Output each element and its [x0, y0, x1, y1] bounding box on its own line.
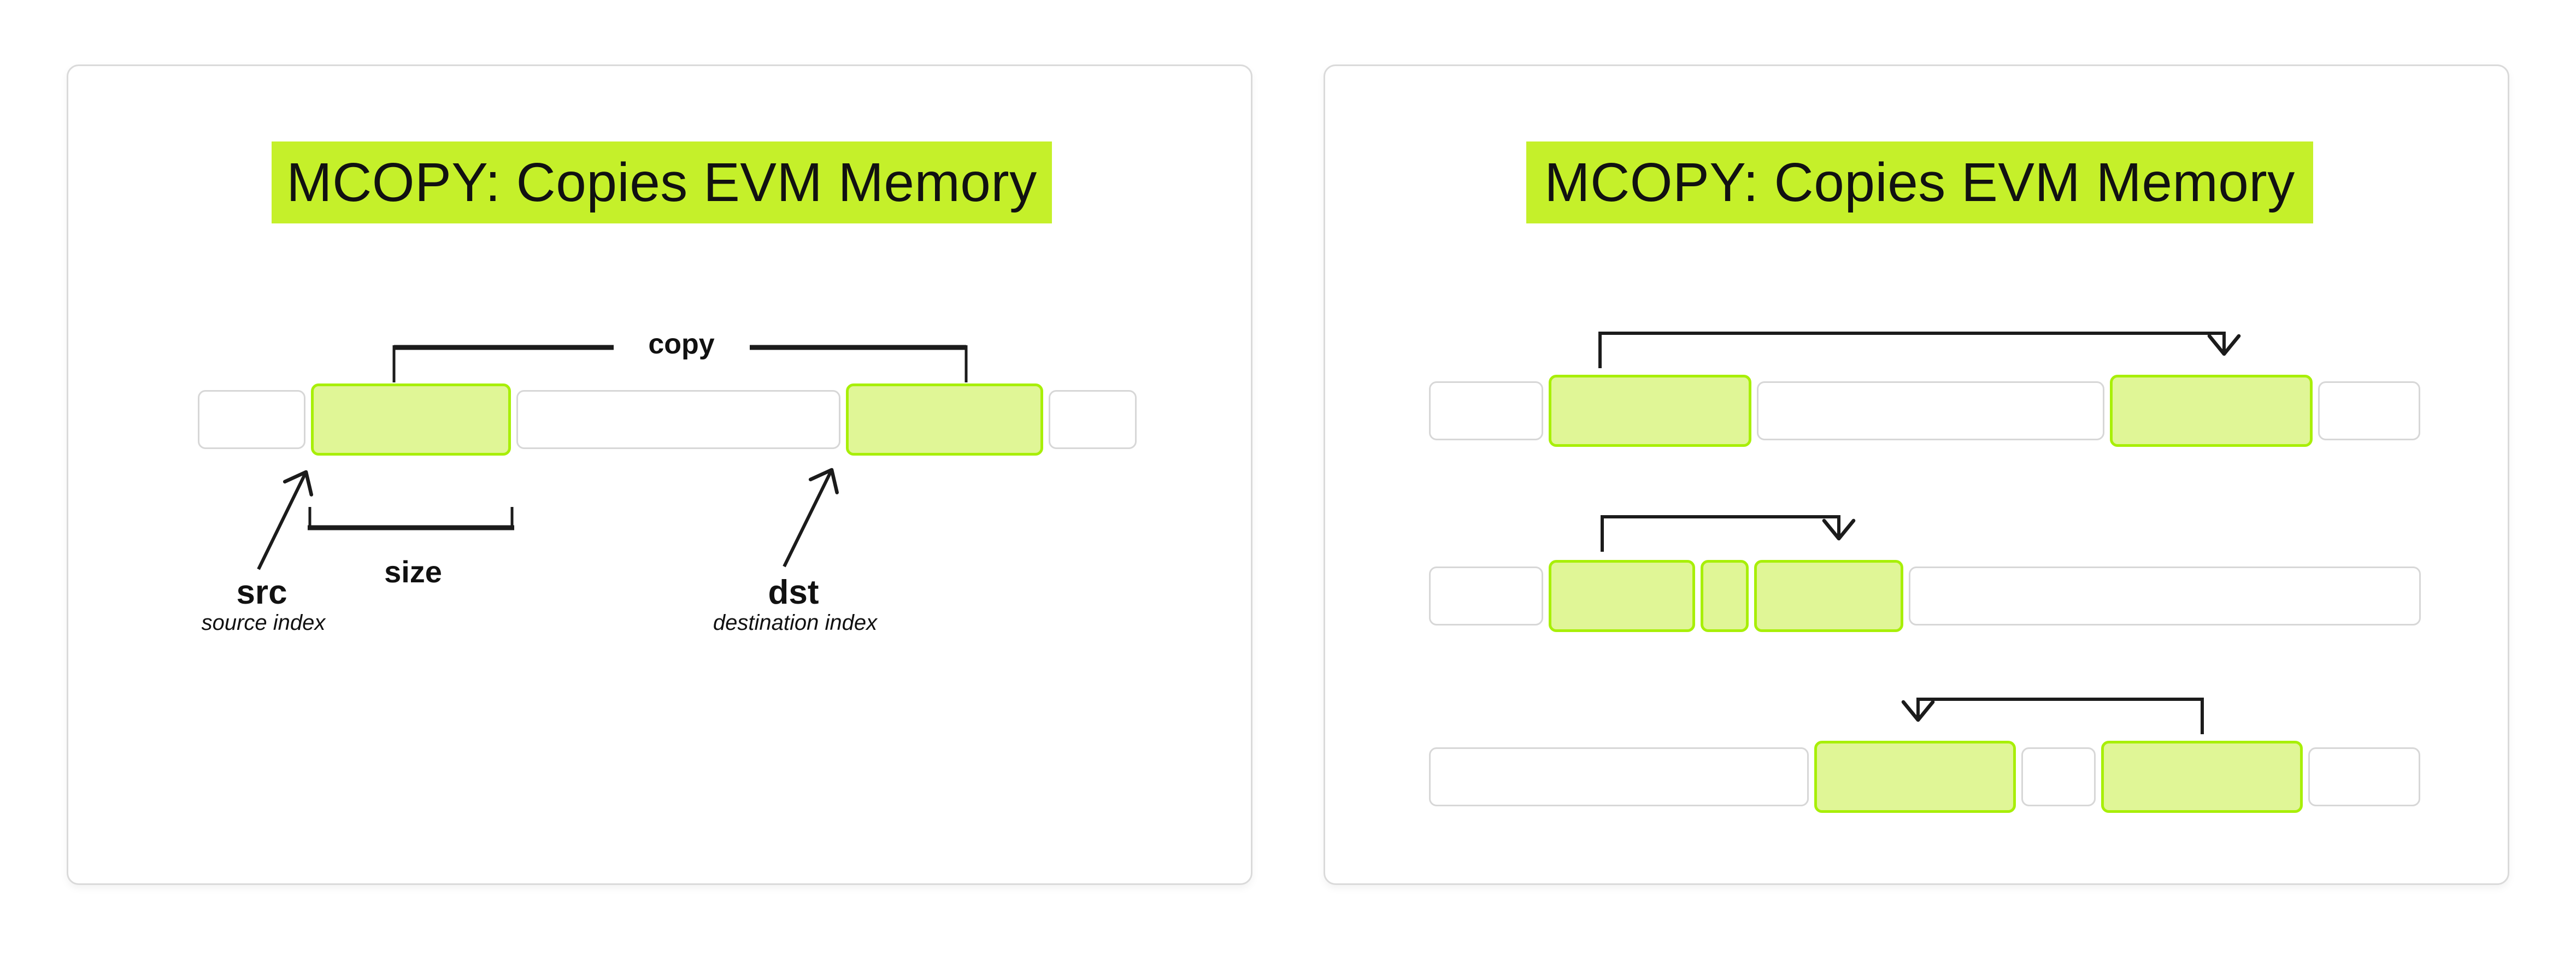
memory-free-cell	[1429, 381, 1543, 440]
memory-free-cell	[2021, 747, 2096, 806]
memory-free-cell	[1049, 390, 1137, 449]
memory-bar-left	[198, 383, 1137, 456]
memory-region-src	[1549, 560, 1695, 632]
memory-free-cell	[2308, 747, 2420, 806]
memory-region-src	[311, 383, 511, 456]
memory-free-cell	[1429, 566, 1543, 625]
memory-region-src	[1549, 375, 1751, 447]
memory-free-cell	[1757, 381, 2104, 440]
memory-bar-row3	[1429, 741, 2420, 813]
memory-free-cell	[516, 390, 840, 449]
memory-bar-row2	[1429, 560, 2421, 632]
memory-free-cell	[1429, 747, 1809, 806]
memory-free-cell	[2318, 381, 2420, 440]
memory-region-overlap	[1701, 560, 1749, 632]
left-title-highlight: MCOPY: Copies EVM Memory	[272, 141, 1052, 223]
dst-label: dst	[768, 574, 819, 611]
right-title-highlight: MCOPY: Copies EVM Memory	[1526, 141, 2313, 223]
right-title-text: MCOPY: Copies EVM Memory	[1544, 152, 2295, 213]
memory-region-dst	[1814, 741, 2016, 813]
memory-region-dst	[2110, 375, 2313, 447]
left-title-text: MCOPY: Copies EVM Memory	[286, 152, 1037, 213]
memory-free-cell	[198, 390, 305, 449]
copy-label: copy	[648, 328, 715, 360]
memory-region-dst	[846, 383, 1043, 456]
size-label: size	[384, 554, 442, 589]
src-label: src	[236, 574, 287, 611]
memory-region-src	[2101, 741, 2303, 813]
dst-sublabel: destination index	[713, 611, 878, 635]
memory-region-dst	[1754, 560, 1903, 632]
src-sublabel: source index	[201, 611, 326, 635]
memory-free-cell	[1909, 566, 2421, 625]
memory-bar-row1	[1429, 375, 2420, 447]
